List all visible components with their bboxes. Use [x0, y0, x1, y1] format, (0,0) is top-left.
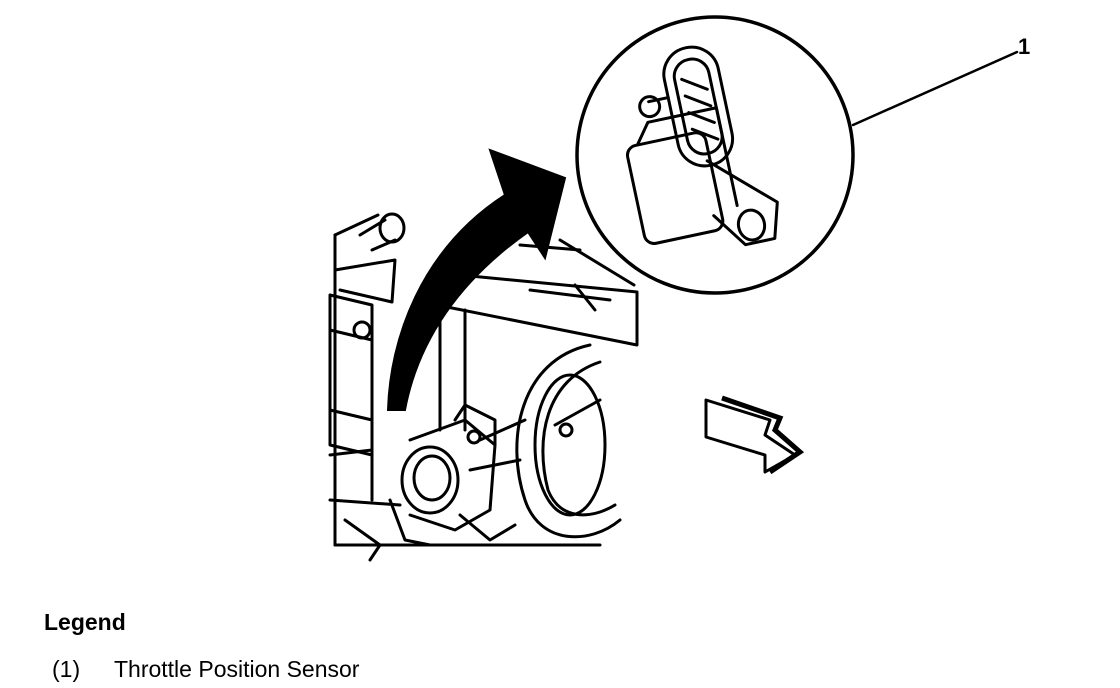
legend-item: (1) Throttle Position Sensor	[52, 656, 359, 683]
legend-item-label: Throttle Position Sensor	[113, 656, 360, 682]
throttle-body-illustration	[328, 15, 1019, 562]
magnified-sensor-inset	[575, 15, 855, 295]
direction-arrow-icon	[704, 395, 805, 475]
legend-item-number: (1)	[52, 656, 81, 682]
engine-intake-drawing	[328, 212, 639, 562]
curved-arrow-icon	[386, 148, 567, 411]
callout-leader-line	[851, 50, 1019, 127]
legend-title: Legend	[44, 609, 126, 635]
callout-number-1: 1	[1018, 34, 1031, 59]
